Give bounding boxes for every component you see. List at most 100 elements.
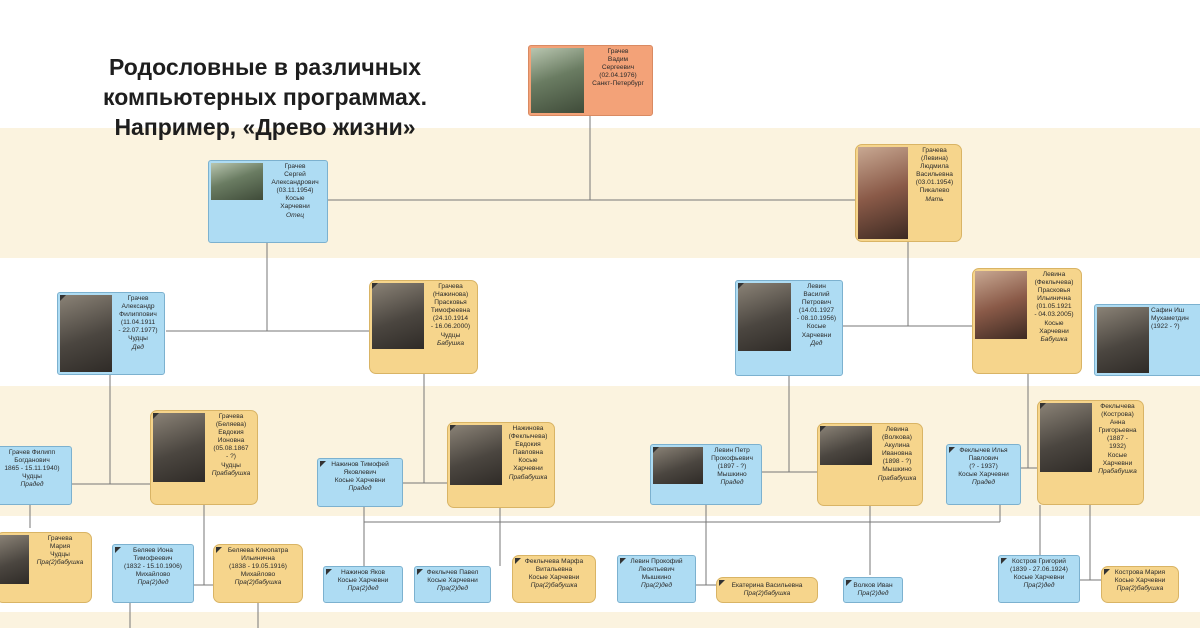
relation-label: Прабабушка <box>508 473 548 481</box>
person-details: Феклычева(Кострова)Анна Григорьевна(1887… <box>1094 403 1141 476</box>
detail-line: Беляева Клеопатра <box>227 547 289 554</box>
person-card-mother[interactable]: Грачева(Левина)Людмила Васильевна(03.01.… <box>855 144 962 242</box>
detail-line: Ильинична <box>241 555 275 563</box>
detail-line: Харчевни <box>801 331 832 339</box>
detail-line: Беляев Иона <box>133 547 173 554</box>
detail-line: Яковлевич <box>343 469 377 477</box>
detail-line: (01.05.1921 <box>1036 303 1072 311</box>
detail-line: Харчевни <box>280 203 310 211</box>
detail-line: Леонтьевич <box>638 566 675 574</box>
relation-label: Пра(2)дед <box>436 585 469 593</box>
detail-line: Александр <box>121 303 155 311</box>
detail-line: Косые Харчевни <box>528 574 580 582</box>
person-card-anna[interactable]: Феклычева(Кострова)Анна Григорьевна(1887… <box>1037 400 1144 505</box>
portrait-photo <box>60 295 112 372</box>
relation-label: Пра(2)дед <box>857 590 889 598</box>
person-card-grigoriy[interactable]: Костров Григорий(1839 - 27.06.1924)Косые… <box>998 555 1080 603</box>
detail-line: Михайлово <box>240 571 276 579</box>
detail-line: (11.04.1911 <box>120 319 156 327</box>
detail-line: Прокофьевич <box>711 455 753 463</box>
detail-line: Тимофеевич <box>133 555 173 563</box>
detail-line: Левина <box>885 426 909 433</box>
detail-line: Михайлово <box>135 571 171 579</box>
detail-line: Харчевни <box>1102 459 1133 467</box>
relation-label: Прадед <box>972 479 995 487</box>
relation-label: Бабушка <box>1040 335 1068 343</box>
detail-line: Санкт-Петербург <box>592 80 644 88</box>
detail-line: Сафин Иш <box>1151 307 1185 314</box>
relation-label: Прадед <box>20 481 44 489</box>
person-card-gm-mat[interactable]: Левина(Феклычева)Прасковья Ильинична(01.… <box>972 268 1082 374</box>
detail-line: Косые Харчевни <box>1114 577 1166 585</box>
connector-mother <box>843 242 972 327</box>
detail-line: (Волкова) <box>882 434 912 442</box>
detail-line: Евдокия <box>218 429 244 437</box>
person-card-gm-pat[interactable]: Грачева(Нажинова)Прасковья Тимофеевна(24… <box>369 280 478 374</box>
detail-line: (Феклычева) <box>508 433 548 441</box>
detail-line: Мышкино <box>882 466 912 474</box>
detail-line: Косые <box>806 323 827 331</box>
detail-line: Костров Григорий <box>1011 558 1066 565</box>
detail-line: - ?) <box>226 453 236 461</box>
detail-line: Васильевна <box>916 171 953 179</box>
person-card-evdokia-b[interactable]: Грачева(Беляева)Евдокия Ионовна(05.08.18… <box>150 410 258 505</box>
relation-label: Пра(2)дед <box>137 579 169 587</box>
detail-line: Чудцы <box>440 331 461 339</box>
detail-line: Василий <box>803 291 830 299</box>
portrait-photo <box>211 163 263 200</box>
detail-line: Григорьевна <box>1098 427 1137 435</box>
detail-line: Косые Харчевни <box>427 577 478 585</box>
connector-father <box>166 243 370 332</box>
detail-line: Чудцы <box>221 461 241 469</box>
relation-label: Отец <box>285 211 305 219</box>
detail-line: Чудцы <box>50 551 70 559</box>
relation-label: Дед <box>810 339 823 347</box>
portrait-photo <box>738 283 791 351</box>
detail-line: Косые <box>285 195 305 203</box>
detail-line: (Левина) <box>921 155 948 163</box>
person-card-ekaterina[interactable]: Екатерина Васильевна Пра(2)бабушка <box>716 577 818 603</box>
detail-line: Левин <box>807 283 826 290</box>
detail-line: Феклычева <box>1100 403 1135 410</box>
detail-line: Сергей <box>284 171 306 179</box>
detail-line: Богданович <box>14 457 50 465</box>
detail-line: (02.04.1976) <box>599 72 637 80</box>
detail-line: Волков Иван <box>853 582 893 589</box>
relation-label: Пра(2)бабушка <box>36 559 84 567</box>
detail-line: Грачев <box>127 295 149 302</box>
person-details: Грачева(Левина)Людмила Васильевна(03.01.… <box>910 147 959 204</box>
portrait-photo <box>975 271 1027 339</box>
detail-line: Грачев <box>607 48 629 55</box>
relation-label: Прадед <box>348 485 372 493</box>
detail-line: Нажинов Тимофей <box>331 461 389 468</box>
detail-line: Людмила <box>920 163 949 171</box>
detail-line: 1932) <box>1109 443 1126 451</box>
detail-line: Ионовна <box>217 437 245 445</box>
detail-line: Грачев Филипп <box>8 449 56 456</box>
person-card-ivan[interactable]: Волков Иван Пра(2)дед <box>843 577 903 603</box>
detail-line: Александрович <box>271 179 319 187</box>
person-card-akulina[interactable]: Левина(Волкова)Акулина Ивановна(1898 - ?… <box>817 423 923 506</box>
